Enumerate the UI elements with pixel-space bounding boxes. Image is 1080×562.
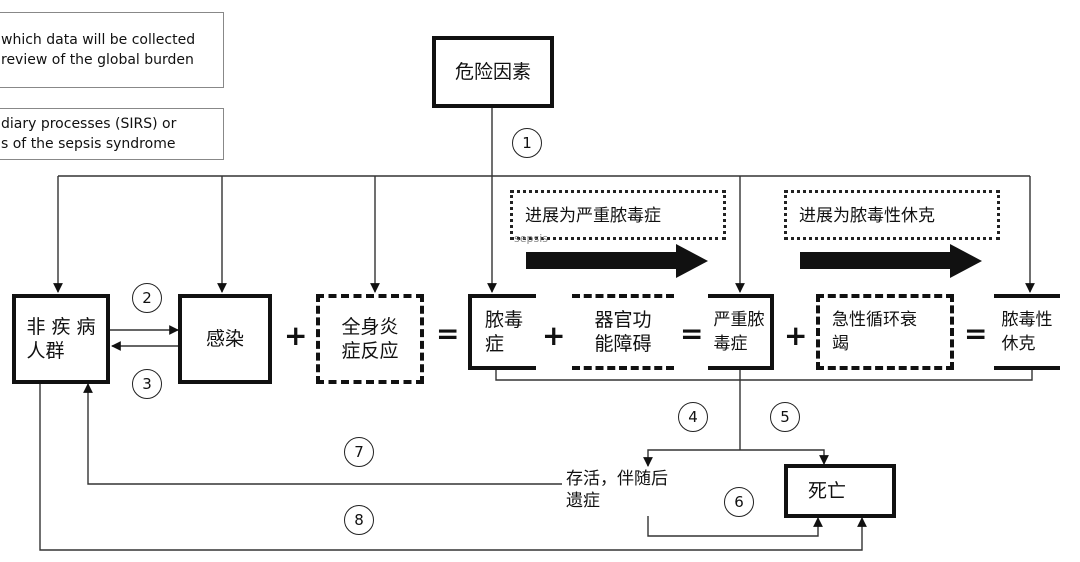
acute-circulation-label: 急性循环衰 竭	[832, 310, 917, 354]
septic-shock-box: 脓毒性 休克	[994, 294, 1060, 370]
progress-arrow-shock-shaft	[800, 252, 950, 269]
step-7: 7	[344, 437, 374, 467]
survive-label: 存活，伴随后 遗症	[566, 468, 726, 512]
equals-3: =	[964, 317, 988, 350]
organ-dysfunction-label: 器官功 能障碍	[594, 309, 652, 355]
line-to-death	[740, 449, 829, 465]
sepsis-faint-text: sepsis	[514, 232, 548, 245]
risk-factor-label: 危险因素	[454, 61, 531, 83]
non-disease-box: 非 疾 病 人群	[12, 294, 110, 384]
severe-sepsis-label: 严重脓 毒症	[713, 310, 765, 354]
progress-arrow-severe-head	[676, 244, 708, 278]
plus-1: +	[284, 319, 308, 352]
non-disease-label: 非 疾 病 人群	[26, 316, 96, 362]
sepsis-box: 脓毒 症	[468, 294, 536, 370]
severe-sepsis-box: 严重脓 毒症	[708, 294, 774, 370]
death-label: 死亡	[808, 480, 847, 502]
infection-label: 感染	[205, 328, 244, 350]
english-note-2-text: diary processes (SIRS) or s of the sepsi…	[1, 116, 177, 152]
infection-box: 感染	[178, 294, 272, 384]
sepsis-label: 脓毒 症	[484, 309, 523, 355]
equals-1: =	[436, 317, 460, 350]
death-box: 死亡	[784, 464, 896, 518]
sirs-label: 全身炎 症反应	[341, 316, 399, 362]
plus-3: +	[784, 319, 808, 352]
english-note-1: which data will be collected review of t…	[0, 12, 224, 88]
line-to-survive	[643, 449, 740, 467]
step-3: 3	[132, 369, 162, 399]
progress-shock-box: 进展为脓毒性休克	[784, 190, 1000, 240]
line-bottom-collector	[495, 370, 1033, 381]
step-8: 8	[344, 505, 374, 535]
progress-severe-box: 进展为严重脓毒症	[510, 190, 726, 240]
plus-2: +	[542, 319, 566, 352]
english-note-1-text: which data will be collected review of t…	[1, 32, 196, 68]
step-5: 5	[770, 402, 800, 432]
step-4: 4	[678, 402, 708, 432]
progress-shock-label: 进展为脓毒性休克	[799, 206, 935, 226]
acute-circulation-box: 急性循环衰 竭	[816, 294, 954, 370]
step-6: 6	[724, 487, 754, 517]
equals-2: =	[680, 317, 704, 350]
line-survive-to-death	[647, 516, 823, 537]
english-note-2: diary processes (SIRS) or s of the sepsi…	[0, 108, 224, 160]
step-1: 1	[512, 128, 542, 158]
line-survive-to-nondisease	[83, 383, 562, 485]
progress-arrow-severe-shaft	[526, 252, 676, 269]
organ-dysfunction-box: 器官功 能障碍	[572, 294, 674, 370]
progress-severe-label: 进展为严重脓毒症	[525, 206, 661, 226]
risk-factor-box: 危险因素	[432, 36, 554, 108]
step-2: 2	[132, 283, 162, 313]
septic-shock-label: 脓毒性 休克	[1001, 310, 1053, 354]
progress-arrow-shock-head	[950, 244, 982, 278]
line-nondisease-to-death	[39, 384, 867, 551]
sirs-box: 全身炎 症反应	[316, 294, 424, 384]
